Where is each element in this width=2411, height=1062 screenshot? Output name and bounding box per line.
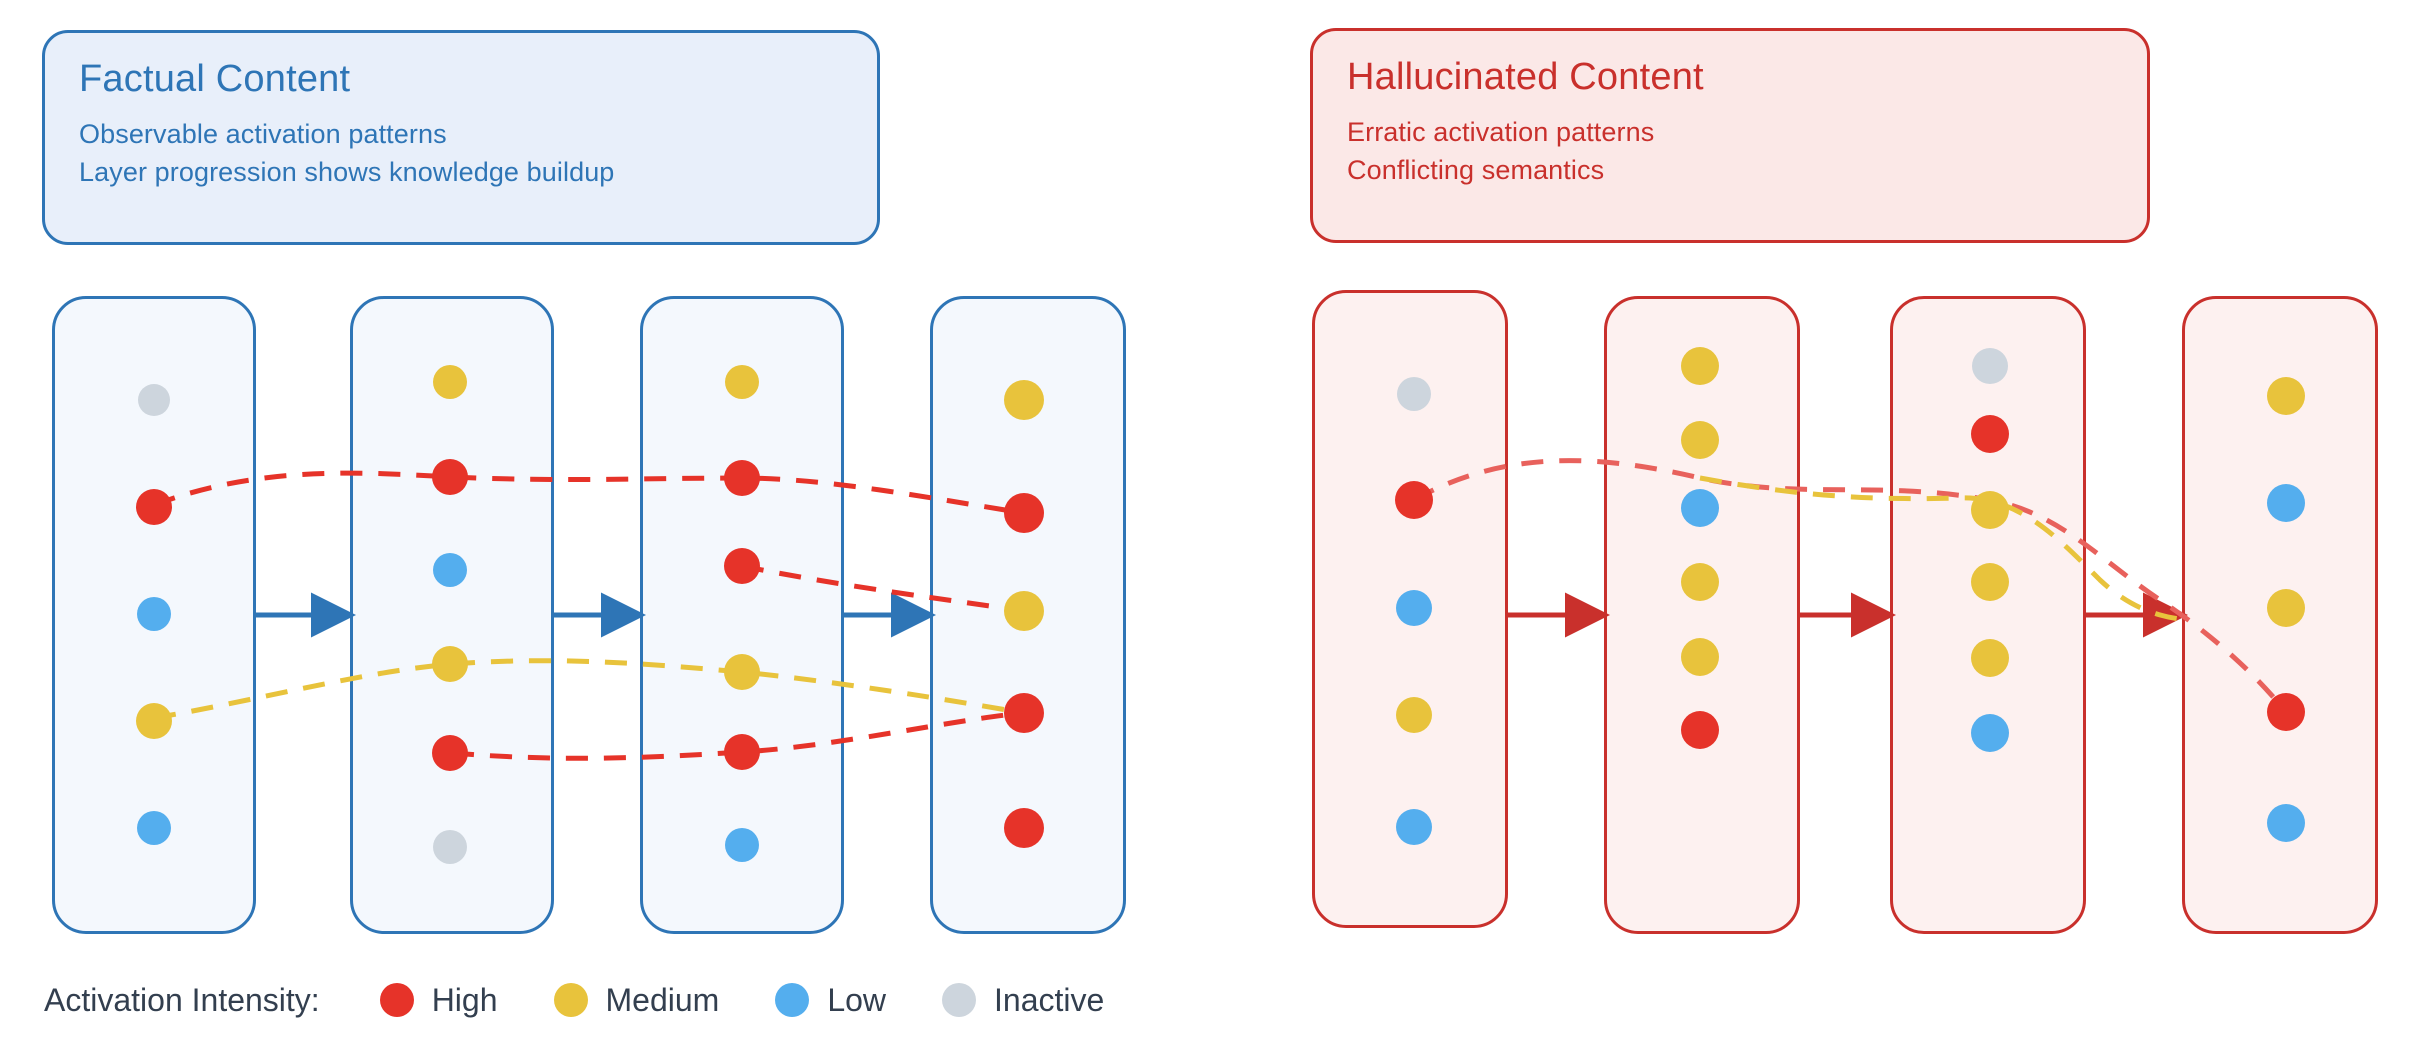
factual-callout-line-2: Layer progression shows knowledge buildu… [79,157,615,188]
factual-node-l4-3[interactable] [1004,591,1044,631]
factual-node-l3-1[interactable] [725,365,759,399]
hallucinated-node-l3-3[interactable] [1971,491,2009,529]
factual-node-l2-1[interactable] [433,365,467,399]
legend-label-medium: Medium [605,981,720,1018]
hallucinated-node-l1-2[interactable] [1395,481,1433,519]
factual-node-l3-6[interactable] [725,828,759,862]
hallucinated-node-l2-5[interactable] [1681,638,1719,676]
hallucinated-node-l1-5[interactable] [1396,809,1432,845]
legend-label-inactive: Inactive [994,981,1105,1018]
factual-node-l3-2[interactable] [724,460,760,496]
legend: Activation Intensity: High Medium Low In… [44,970,1160,1030]
factual-node-l1-5[interactable] [137,811,171,845]
hallucinated-callout-line-2: Conflicting semantics [1347,155,1605,186]
hallucinated-node-l4-2[interactable] [2267,484,2305,522]
hallucinated-node-l4-3[interactable] [2267,589,2305,627]
factual-callout-title: Factual Content [79,58,351,100]
legend-item-high: High [379,981,554,1019]
legend-swatch-inactive-icon [942,983,977,1017]
legend-label-low: Low [827,981,887,1018]
legend-item-inactive: Inactive [942,982,1160,1019]
hallucinated-node-l3-6[interactable] [1971,714,2009,752]
hallucinated-node-l3-2[interactable] [1971,415,2009,453]
factual-layer-panel-2[interactable] [350,296,554,934]
factual-node-l1-1[interactable] [138,384,170,416]
factual-node-l2-6[interactable] [433,830,467,864]
hallucinated-node-l2-1[interactable] [1681,347,1719,385]
factual-callout-line-1: Observable activation patterns [79,118,447,149]
factual-content-callout: Factual Content Observable activation pa… [42,30,880,245]
factual-node-l1-3[interactable] [137,597,171,631]
hallucinated-node-l2-4[interactable] [1681,563,1719,601]
hallucinated-node-l4-1[interactable] [2267,377,2305,415]
hallucinated-node-l2-3[interactable] [1681,489,1719,527]
legend-item-low: Low [775,982,942,1019]
legend-swatch-low-icon [775,983,810,1017]
hallucinated-node-l3-5[interactable] [1971,639,2009,677]
legend-swatch-medium-icon [553,983,588,1017]
hallucinated-node-l1-1[interactable] [1397,377,1431,411]
hallucinated-node-l2-6[interactable] [1681,711,1719,749]
factual-trace-medium-1 [153,658,1025,721]
factual-node-l3-5[interactable] [724,734,760,770]
hallucinated-node-l1-3[interactable] [1396,590,1432,626]
factual-trace-high-1 [153,470,1025,516]
hallucinated-callout-title: Hallucinated Content [1347,56,1704,98]
hallucinated-node-l3-4[interactable] [1971,563,2009,601]
hallucinated-layer-panel-3[interactable] [1890,296,2086,934]
hallucinated-node-l3-1[interactable] [1972,348,2008,384]
factual-node-l1-4[interactable] [136,703,172,739]
hallucinated-trace-high-1 [1412,458,2288,714]
factual-node-l4-4[interactable] [1004,693,1044,733]
legend-label-high: High [431,981,498,1018]
factual-node-l1-2[interactable] [136,489,172,525]
factual-node-l3-3[interactable] [724,548,760,584]
factual-node-l2-2[interactable] [432,459,468,495]
factual-node-l4-2[interactable] [1004,493,1044,533]
hallucinated-layer-panel-2[interactable] [1604,296,1800,934]
hallucinated-callout-line-1: Erratic activation patterns [1347,116,1655,147]
hallucinated-content-callout: Hallucinated Content Erratic activation … [1310,28,2150,243]
factual-node-l2-4[interactable] [432,646,468,682]
factual-node-l4-1[interactable] [1004,380,1044,420]
legend-title: Activation Intensity: [44,981,320,1018]
factual-node-l4-5[interactable] [1004,808,1044,848]
hallucinated-node-l4-5[interactable] [2267,804,2305,842]
factual-node-l2-5[interactable] [432,735,468,771]
factual-node-l2-3[interactable] [433,553,467,587]
factual-node-l3-4[interactable] [724,654,760,690]
hallucinated-node-l4-4[interactable] [2267,693,2305,731]
hallucinated-node-l1-4[interactable] [1396,697,1432,733]
hallucinated-node-l2-2[interactable] [1681,421,1719,459]
legend-item-medium: Medium [553,981,776,1019]
legend-swatch-high-icon [379,983,414,1017]
